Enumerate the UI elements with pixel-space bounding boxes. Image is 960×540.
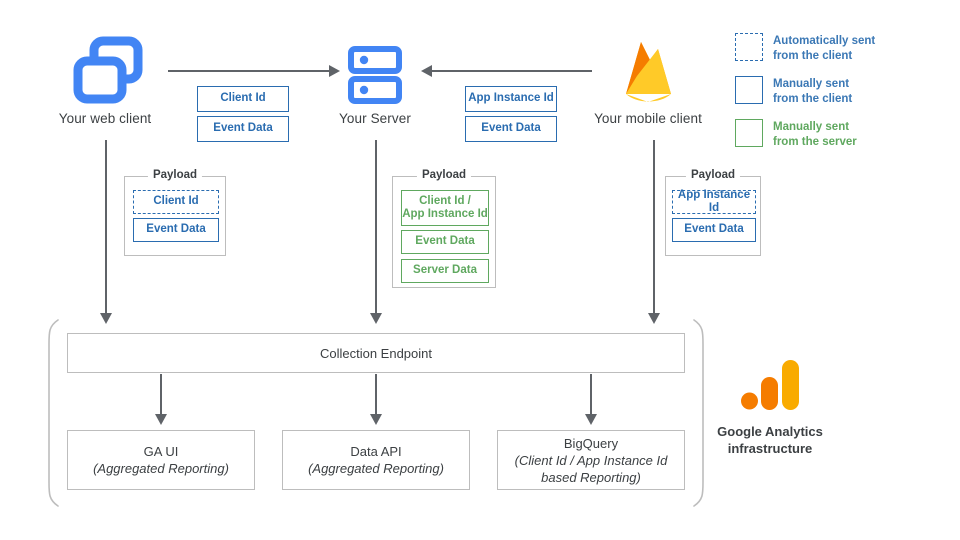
chip-app-instance-id: App Instance Id (465, 86, 557, 112)
output-box-bigquery: BigQuery (Client Id / App Instance Id ba… (497, 430, 685, 490)
firebase-flame-icon (617, 36, 679, 113)
legend-item-manual-server: Manually sent from the server (735, 119, 875, 149)
payload-title: Payload (685, 169, 741, 181)
legend-line2: from the client (773, 92, 853, 105)
payload-title: Payload (416, 169, 472, 181)
ga-caption-line2: infrastructure (727, 441, 813, 456)
chip-app-instance-id: App Instance Id (672, 189, 756, 214)
google-analytics-bars-icon (740, 360, 800, 423)
chip-event-data: Event Data (465, 116, 557, 142)
chip-client-id: Client Id (133, 190, 219, 214)
chip-event-data: Event Data (401, 230, 489, 254)
ga-caption-line1: Google Analytics (717, 424, 823, 439)
legend-line2: from the server (773, 135, 857, 148)
output-subtitle: (Aggregated Reporting) (308, 461, 444, 476)
output-box-ga-ui: GA UI (Aggregated Reporting) (67, 430, 255, 490)
legend-swatch-dashed-blue (735, 33, 763, 61)
transfer-chips-mobile-to-server: App Instance Id Event Data (465, 86, 557, 142)
mobile-client-label: Your mobile client (594, 111, 702, 126)
legend-line2: from the client (773, 49, 853, 62)
legend-swatch-solid-green (735, 119, 763, 147)
payload-mobile-client: Payload App Instance Id Event Data (665, 169, 761, 256)
output-subtitle: (Client Id / App Instance Id based Repor… (514, 452, 668, 485)
server-racks-icon (348, 46, 402, 109)
legend: Automatically sent from the client Manua… (735, 33, 875, 149)
payload-title: Payload (147, 169, 203, 181)
legend-swatch-solid-blue (735, 76, 763, 104)
legend-line1: Manually sent (773, 78, 850, 90)
legend-item-auto-client: Automatically sent from the client (735, 33, 875, 63)
ga-infrastructure-caption: Google Analytics infrastructure (690, 423, 850, 457)
chip-event-data: Event Data (672, 218, 756, 242)
browser-windows-icon (72, 36, 144, 109)
infrastructure-bracket-right (692, 318, 708, 513)
collection-endpoint-label: Collection Endpoint (319, 345, 433, 361)
legend-item-manual-client: Manually sent from the client (735, 76, 875, 106)
collection-endpoint-box: Collection Endpoint (67, 333, 685, 373)
chip-event-data: Event Data (197, 116, 289, 142)
output-title: GA UI (143, 444, 179, 459)
chip-server-data: Server Data (401, 259, 489, 283)
chip-client-id: Client Id (197, 86, 289, 112)
chip-event-data: Event Data (133, 218, 219, 242)
transfer-chips-web-to-server: Client Id Event Data (197, 86, 289, 142)
server-label: Your Server (339, 111, 411, 126)
infrastructure-bracket-left (44, 318, 60, 513)
output-box-data-api: Data API (Aggregated Reporting) (282, 430, 470, 490)
chip-client-id-app-instance-id: Client Id / App Instance Id (401, 190, 489, 226)
payload-web-client: Payload Client Id Event Data (124, 169, 226, 256)
output-subtitle: (Aggregated Reporting) (93, 461, 229, 476)
web-client-label: Your web client (58, 111, 152, 126)
payload-server: Payload Client Id / App Instance Id Even… (392, 169, 496, 288)
legend-line1: Automatically sent (773, 35, 876, 47)
output-title: Data API (350, 444, 402, 459)
output-title: BigQuery (563, 435, 619, 451)
legend-line1: Manually sent (773, 121, 850, 133)
